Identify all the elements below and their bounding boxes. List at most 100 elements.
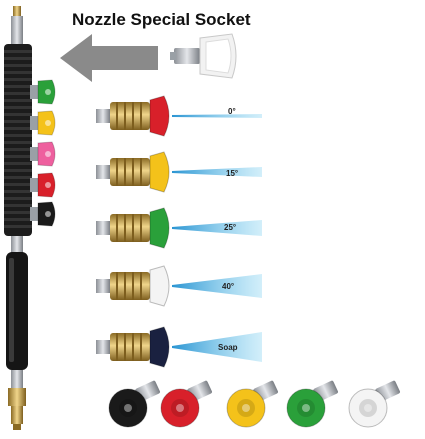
holder-tip-stem bbox=[30, 85, 38, 99]
cap-white bbox=[149, 265, 170, 307]
holder-rib bbox=[4, 134, 32, 137]
spray-label-15: 15° bbox=[226, 169, 239, 178]
holder-tip-stem bbox=[30, 207, 38, 221]
bottom-nozzle-yellow bbox=[226, 380, 278, 428]
holder-rib bbox=[4, 127, 32, 130]
brass-ridge bbox=[124, 333, 126, 361]
holder-rib bbox=[4, 99, 32, 102]
brass-ridge bbox=[116, 214, 118, 242]
brass-ridge bbox=[124, 214, 126, 242]
holder-tip-stem bbox=[30, 147, 38, 161]
bottom-cap-center bbox=[297, 399, 315, 417]
bottom-cap bbox=[160, 388, 200, 428]
spray-cone bbox=[172, 274, 262, 298]
nozzle-row-0 bbox=[96, 95, 262, 137]
holder-rib bbox=[4, 155, 32, 158]
bottom-cap bbox=[108, 388, 148, 428]
brass-ridge bbox=[116, 102, 118, 130]
cap-black bbox=[149, 326, 170, 368]
holder-rib bbox=[4, 141, 32, 144]
cap-green bbox=[149, 207, 170, 249]
holder-rib bbox=[4, 57, 32, 60]
holder-rib bbox=[4, 176, 32, 179]
nozzle-row-2 bbox=[96, 207, 262, 249]
holder-rib bbox=[4, 92, 32, 95]
bottom-cap-hole bbox=[364, 404, 372, 412]
bottom-nozzle-white bbox=[348, 380, 400, 428]
holder-tip-mark bbox=[45, 182, 51, 188]
holder-rib bbox=[4, 218, 32, 221]
brass-ridge bbox=[116, 272, 118, 300]
white-nozzle-top bbox=[170, 33, 237, 79]
nozzle-row-1 bbox=[96, 151, 262, 193]
cap-yellow bbox=[149, 151, 170, 193]
pressure-wand bbox=[4, 6, 32, 430]
bottom-nozzle-black bbox=[108, 380, 160, 428]
holder-rib bbox=[4, 197, 32, 200]
holder-rib bbox=[4, 204, 32, 207]
spray-label-40: 40° bbox=[222, 282, 235, 291]
brass-ridge bbox=[116, 333, 118, 361]
holder-rib bbox=[4, 106, 32, 109]
bottom-cap-center bbox=[359, 399, 377, 417]
spray-label-0: 0° bbox=[228, 107, 236, 116]
nozzle-rows bbox=[96, 95, 262, 368]
holder-tip-mark bbox=[45, 120, 51, 126]
brass-ridge bbox=[140, 272, 142, 300]
spray-cone bbox=[172, 220, 262, 236]
bottom-cap bbox=[286, 388, 326, 428]
brass-ridge bbox=[124, 272, 126, 300]
holder-rib bbox=[4, 50, 32, 53]
bottom-cap-hole bbox=[176, 404, 184, 412]
wand-bottom-fitting bbox=[8, 388, 26, 406]
bottom-cap-center bbox=[171, 399, 189, 417]
holder-rib bbox=[4, 113, 32, 116]
image-title: Nozzle Special Socket bbox=[72, 10, 251, 29]
holder-rib bbox=[4, 85, 32, 88]
spray-cone bbox=[172, 332, 262, 362]
bottom-nozzle-green bbox=[286, 380, 338, 428]
brass-ridge bbox=[132, 272, 134, 300]
bottom-cap-hole bbox=[302, 404, 310, 412]
brass-ridge bbox=[132, 214, 134, 242]
brass-ridge bbox=[132, 333, 134, 361]
holder-tip-mark bbox=[45, 89, 51, 95]
wand-top-fitting bbox=[13, 6, 21, 16]
cap-red bbox=[149, 95, 170, 137]
brass-ridge bbox=[140, 158, 142, 186]
nozzle-stub bbox=[96, 221, 110, 235]
bottom-cap bbox=[348, 388, 388, 428]
brass-ridge bbox=[140, 333, 142, 361]
bottom-cap bbox=[226, 388, 266, 428]
spray-cone bbox=[172, 167, 262, 177]
bottom-nozzle-row bbox=[108, 380, 400, 428]
holder-rib bbox=[4, 190, 32, 193]
holder-rib bbox=[4, 148, 32, 151]
holder-rib bbox=[4, 169, 32, 172]
spray-label-soap: Soap bbox=[218, 343, 238, 352]
holder-tip-stem bbox=[30, 116, 38, 130]
holder-tip-mark bbox=[45, 211, 51, 217]
nozzle-row-3 bbox=[96, 265, 262, 307]
nozzle-stub bbox=[96, 340, 110, 354]
bottom-nozzle-red bbox=[160, 380, 212, 428]
nozzle-holder bbox=[4, 44, 32, 236]
holder-rib bbox=[4, 120, 32, 123]
holder-rib bbox=[4, 225, 32, 228]
bottom-cap-hole bbox=[242, 404, 250, 412]
holder-rib bbox=[4, 78, 32, 81]
brass-ridge bbox=[116, 158, 118, 186]
spray-cone bbox=[172, 114, 262, 118]
arrow-icon bbox=[60, 34, 158, 82]
nozzle-stub bbox=[96, 165, 110, 179]
brass-ridge bbox=[132, 158, 134, 186]
bottom-cap-center bbox=[119, 399, 137, 417]
holder-rib bbox=[4, 162, 32, 165]
holder-nozzle-tips bbox=[30, 79, 56, 227]
holder-rib bbox=[4, 211, 32, 214]
bottom-cap-center bbox=[237, 399, 255, 417]
holder-tip-stem bbox=[30, 178, 38, 192]
brass-ridge bbox=[140, 102, 142, 130]
